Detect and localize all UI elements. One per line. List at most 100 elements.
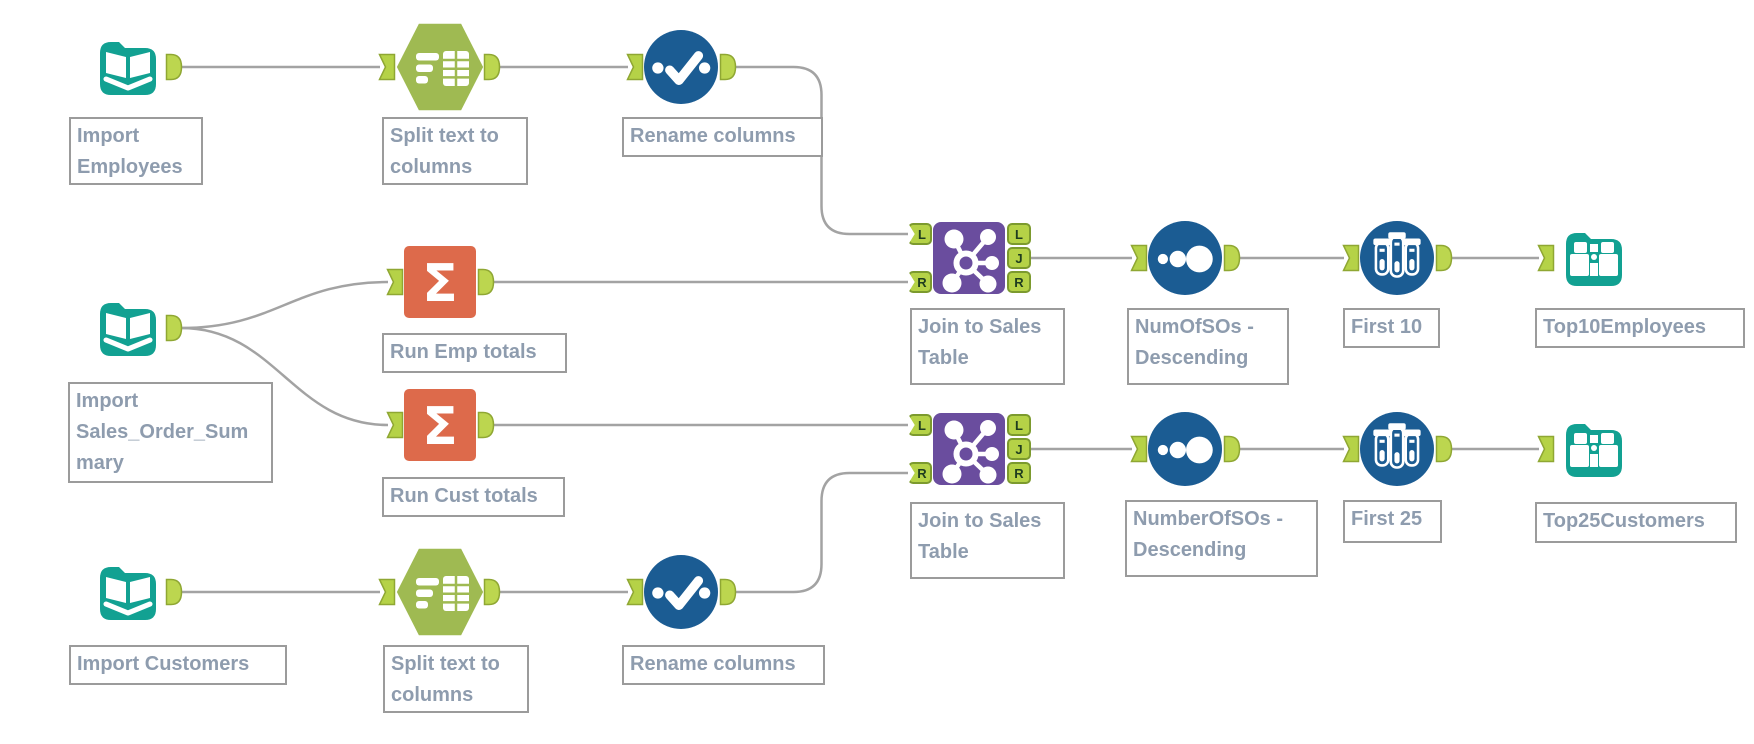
- annotation-sort-1[interactable]: NumOfSOs - Descending: [1127, 308, 1289, 385]
- annotation-split-text-1[interactable]: Split text to columns: [382, 117, 528, 185]
- tool-rename-1[interactable]: [626, 30, 737, 104]
- join-icon: [942, 420, 999, 484]
- tool-input-customers[interactable]: [92, 556, 183, 628]
- annotation-join-2[interactable]: Join to Sales Table: [910, 502, 1065, 579]
- output-anchor[interactable]: [1435, 435, 1453, 463]
- connection-rename_2-to-join_2: [735, 471, 908, 594]
- square-shape: [404, 389, 476, 461]
- join_1-outL-port[interactable]: L: [1007, 223, 1031, 245]
- tool-split-text-1[interactable]: [378, 22, 501, 112]
- output-anchor[interactable]: [719, 53, 737, 81]
- join_1-outJ-port[interactable]: J: [1007, 247, 1031, 269]
- tool-sum-cust[interactable]: Σ: [386, 389, 495, 461]
- browse-binoculars-icon: [1566, 233, 1622, 286]
- svg-text:Σ: Σ: [422, 254, 458, 314]
- input-anchor[interactable]: [1342, 435, 1360, 463]
- port-letter: J: [1015, 250, 1023, 266]
- input-anchor[interactable]: [378, 578, 396, 606]
- annotation-browse-2[interactable]: Top25Customers: [1535, 502, 1737, 543]
- input-anchor[interactable]: [1130, 435, 1148, 463]
- input-anchor[interactable]: [1342, 244, 1360, 272]
- output-anchor[interactable]: [483, 578, 501, 606]
- annotation-sort-2[interactable]: NumberOfSOs - Descending: [1125, 500, 1318, 577]
- port-letter: L: [918, 417, 926, 433]
- annotation-split-text-2[interactable]: Split text to columns: [383, 645, 529, 713]
- sample-test-tubes-icon: [1373, 232, 1421, 278]
- annotation-input-customers[interactable]: Import Customers: [69, 645, 287, 685]
- square-shape: [404, 246, 476, 318]
- annotation-rename-1[interactable]: Rename columns: [622, 117, 823, 157]
- output-anchor[interactable]: [165, 578, 183, 606]
- output-anchor[interactable]: [165, 53, 183, 81]
- input-anchor[interactable]: [386, 411, 404, 439]
- output-anchor[interactable]: [1435, 244, 1453, 272]
- join_2-inR-port[interactable]: R: [908, 462, 932, 484]
- port-letter: L: [1015, 226, 1023, 242]
- annotation-sum-emp[interactable]: Run Emp totals: [382, 333, 567, 373]
- output-anchor[interactable]: [165, 314, 183, 342]
- output-anchor[interactable]: [719, 578, 737, 606]
- input-anchor[interactable]: [1130, 244, 1148, 272]
- tool-sum-emp[interactable]: Σ: [386, 246, 495, 318]
- join_1-inL-port[interactable]: L: [908, 223, 932, 245]
- output-anchor[interactable]: [1223, 435, 1241, 463]
- annotation-join-1[interactable]: Join to Sales Table: [910, 308, 1065, 385]
- join_1-outR-port[interactable]: R: [1007, 271, 1031, 293]
- tool-input-employees[interactable]: [92, 31, 183, 103]
- summarize-sigma-icon: Σ: [422, 254, 458, 314]
- input-anchor[interactable]: [626, 578, 644, 606]
- select-check-icon: [652, 576, 711, 610]
- join_1-inR-port[interactable]: R: [908, 271, 932, 293]
- tool-sample-2[interactable]: [1342, 412, 1453, 486]
- port-letter: L: [918, 226, 926, 242]
- tool-browse-1[interactable]: [1537, 222, 1630, 294]
- output-anchor[interactable]: [483, 53, 501, 81]
- port-letter: R: [917, 465, 927, 481]
- annotation-sample-2[interactable]: First 25: [1343, 500, 1442, 543]
- input-anchor[interactable]: [378, 53, 396, 81]
- text-to-columns-icon: [416, 51, 469, 86]
- sort-icon: [1157, 436, 1213, 464]
- tool-sample-1[interactable]: [1342, 221, 1453, 295]
- tool-browse-2[interactable]: [1537, 413, 1630, 485]
- port-letter: R: [1014, 465, 1024, 481]
- port-letter: L: [1015, 417, 1023, 433]
- annotation-sum-cust[interactable]: Run Cust totals: [382, 477, 565, 517]
- tool-split-text-2[interactable]: [378, 547, 501, 637]
- tool-sort-2[interactable]: [1130, 412, 1241, 486]
- output-anchor[interactable]: [477, 268, 495, 296]
- join_2-outJ-port[interactable]: J: [1007, 438, 1031, 460]
- tool-rename-2[interactable]: [626, 555, 737, 629]
- sort-icon: [1157, 245, 1213, 273]
- output-anchor[interactable]: [477, 411, 495, 439]
- input-anchor[interactable]: [626, 53, 644, 81]
- port-letter: J: [1015, 441, 1023, 457]
- join_2-outL-port[interactable]: L: [1007, 414, 1031, 436]
- port-letter: R: [917, 274, 927, 290]
- tool-sort-1[interactable]: [1130, 221, 1241, 295]
- annotation-rename-2[interactable]: Rename columns: [622, 645, 825, 685]
- browse-binoculars-icon: [1566, 424, 1622, 477]
- svg-text:Σ: Σ: [422, 397, 458, 457]
- join_2-outR-port[interactable]: R: [1007, 462, 1031, 484]
- tool-input-sales[interactable]: [92, 292, 183, 364]
- summarize-sigma-icon: Σ: [422, 397, 458, 457]
- sample-test-tubes-icon: [1373, 423, 1421, 469]
- annotation-input-sales[interactable]: Import Sales_Order_Sum mary: [68, 382, 273, 483]
- join_2-inL-port[interactable]: L: [908, 414, 932, 436]
- input-anchor[interactable]: [1537, 435, 1555, 463]
- annotation-browse-1[interactable]: Top10Employees: [1535, 308, 1745, 348]
- output-anchor[interactable]: [1223, 244, 1241, 272]
- annotation-input-employees[interactable]: Import Employees: [69, 117, 203, 185]
- port-letter: R: [1014, 274, 1024, 290]
- select-check-icon: [652, 51, 711, 85]
- text-to-columns-icon: [416, 576, 469, 611]
- open-book-icon: [100, 303, 156, 356]
- open-book-icon: [100, 567, 156, 620]
- input-anchor[interactable]: [386, 268, 404, 296]
- input-anchor[interactable]: [1537, 244, 1555, 272]
- annotation-sample-1[interactable]: First 10: [1343, 308, 1440, 348]
